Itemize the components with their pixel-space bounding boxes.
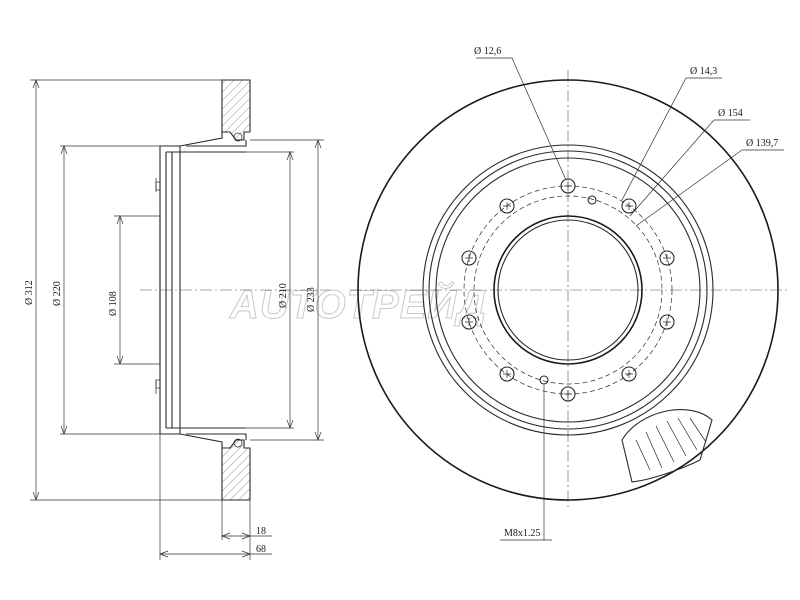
dim-diameter-220: Ø 220 bbox=[52, 281, 63, 306]
dim-width-68: 68 bbox=[256, 544, 266, 555]
dim-diameter-312: Ø 312 bbox=[24, 280, 35, 305]
callout-thread-m8: M8x1.25 bbox=[504, 528, 540, 539]
front-view: Ø 12,6 Ø 14,3 Ø 154 Ø 139,7 M8x1.25 bbox=[350, 46, 790, 541]
disc-outer-edge bbox=[357, 79, 779, 501]
dim-diameter-210: Ø 210 bbox=[278, 283, 289, 308]
callout-hole-12-6: Ø 12,6 bbox=[474, 46, 501, 57]
callout-pcd-139-7: Ø 139,7 bbox=[746, 138, 778, 149]
centre-bore bbox=[493, 215, 643, 365]
friction-ring-bottom bbox=[221, 439, 251, 501]
callout-hole-14-3: Ø 14,3 bbox=[690, 66, 717, 77]
dim-diameter-233: Ø 233 bbox=[306, 287, 317, 312]
cutaway-vents bbox=[621, 409, 713, 483]
friction-ring-top bbox=[221, 79, 251, 141]
side-section-view: Ø 312 Ø 220 Ø 108 Ø 210 Ø 233 bbox=[24, 79, 330, 560]
dim-diameter-108: Ø 108 bbox=[108, 291, 119, 316]
dim-width-18: 18 bbox=[256, 526, 266, 537]
bolt-holes bbox=[461, 178, 675, 402]
callout-pcd-154: Ø 154 bbox=[718, 108, 743, 119]
